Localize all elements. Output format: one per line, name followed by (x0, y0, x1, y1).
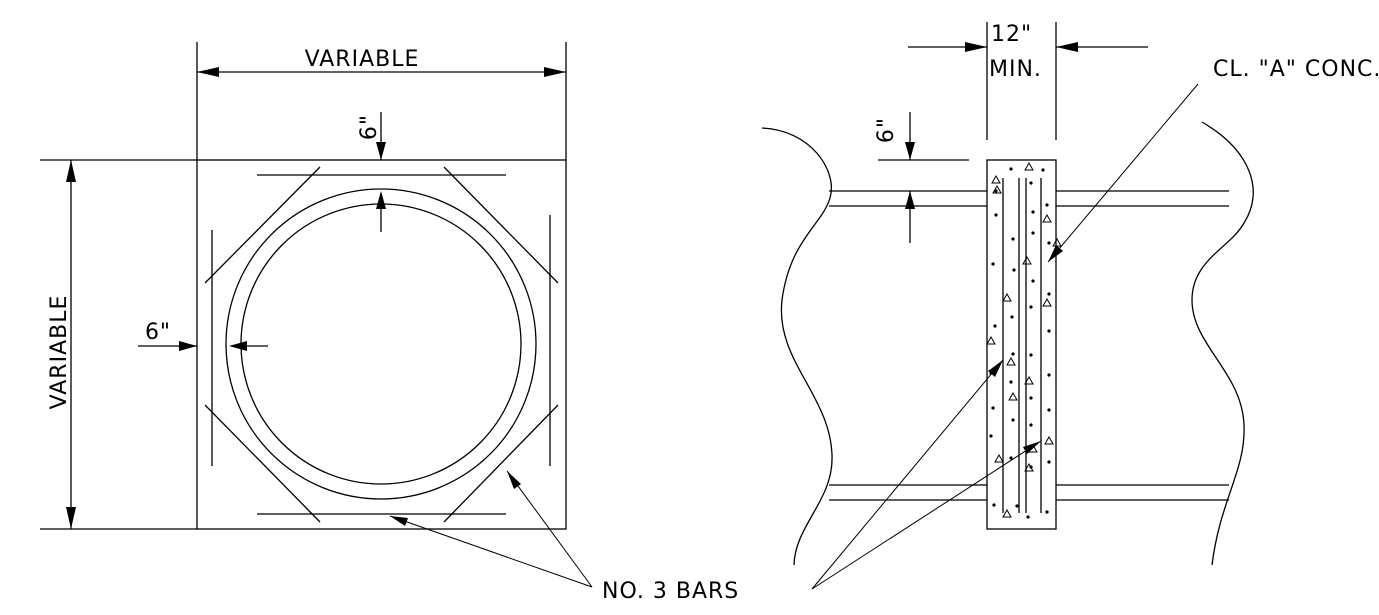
side-cover-dimension: 6" (138, 320, 268, 351)
concrete-callout-leader: CL. "A" CONC. (1047, 57, 1379, 263)
collar-rebar-leaders (811, 359, 1042, 590)
collar-width-value: 12" (991, 22, 1032, 47)
width-dimension-label: VARIABLE (305, 47, 420, 72)
top-cover-label: 6" (357, 114, 382, 140)
pipe-outer-wall (225, 188, 537, 500)
width-dimension: VARIABLE (197, 47, 566, 77)
pipe-inner-wall (240, 203, 522, 485)
pipe-break-right (1191, 121, 1254, 566)
concrete-stipple-triangles (986, 161, 1062, 518)
rebar-diagonal-tl (204, 166, 321, 284)
side-cover-label: 6" (145, 320, 171, 345)
section-view: VARIABLE VARIABLE 6" 6" (40, 42, 593, 588)
collar-width-note: MIN. (989, 57, 1042, 82)
rebar-diagonal-tr (443, 166, 559, 284)
rebar-diagonal-bl (204, 404, 321, 523)
elevation-view: 12" MIN. 6" CL. "A" CONC. (761, 22, 1379, 590)
height-dimension-label: VARIABLE (47, 295, 72, 410)
rebar-diagonal-br (443, 404, 559, 523)
top-cover-dimension: 6" (357, 112, 386, 232)
collar-cover-dimension: 6" (874, 112, 969, 243)
rebar-leaders (389, 470, 593, 588)
collar-cover-label: 6" (874, 117, 899, 143)
concrete-callout-label: CL. "A" CONC. (1213, 57, 1379, 82)
concrete-stipple-dots (989, 167, 1051, 519)
rebar-callout-label: NO. 3 BARS (602, 579, 739, 604)
collar-width-dimension: 12" MIN. (908, 22, 1148, 140)
height-dimension: VARIABLE (47, 160, 76, 529)
pipe-break-left (761, 127, 833, 566)
